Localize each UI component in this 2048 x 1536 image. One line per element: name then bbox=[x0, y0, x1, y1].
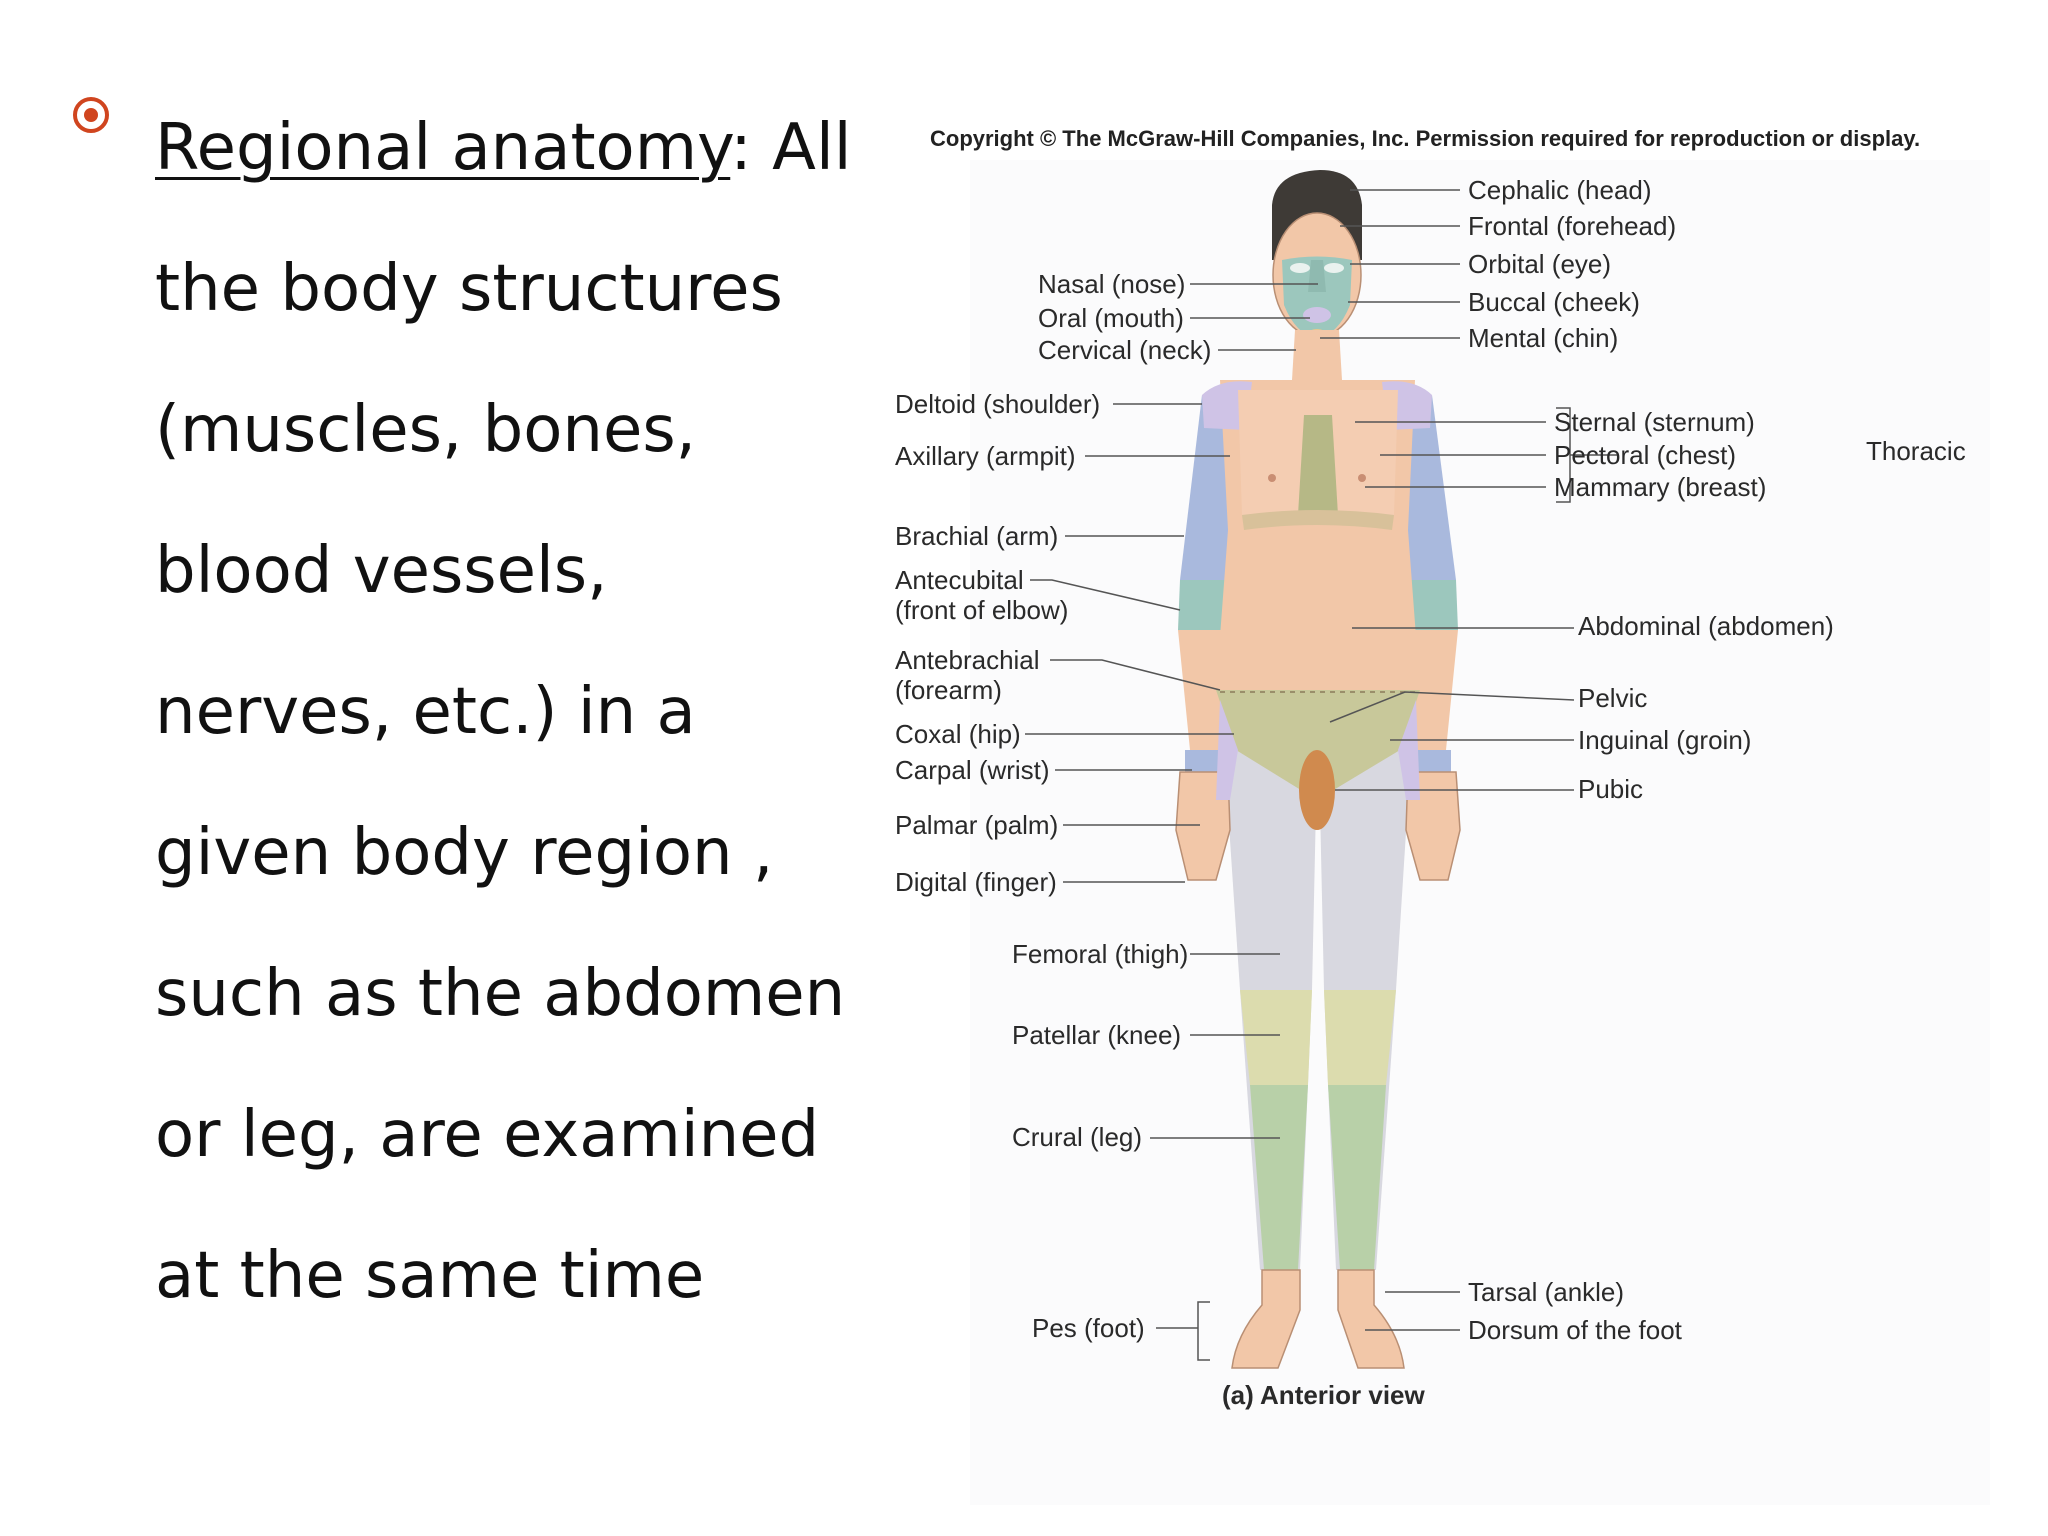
label-deltoid: Deltoid (shoulder) bbox=[895, 389, 1101, 419]
label-mental: Mental (chin) bbox=[1468, 323, 1619, 353]
label-oral: Oral (mouth) bbox=[1038, 303, 1184, 333]
bullet-icon bbox=[73, 97, 109, 133]
label-axillary: Axillary (armpit) bbox=[895, 441, 1076, 471]
term-regional-anatomy: Regional anatomy bbox=[155, 111, 731, 185]
label-pelvic: Pelvic bbox=[1578, 683, 1648, 713]
label-buccal: Buccal (cheek) bbox=[1468, 287, 1640, 317]
label-cephalic: Cephalic (head) bbox=[1468, 175, 1652, 205]
label-antebrachial: Antebrachial bbox=[895, 645, 1040, 675]
label-cervical: Cervical (neck) bbox=[1038, 335, 1212, 365]
label-coxal: Coxal (hip) bbox=[895, 719, 1021, 749]
label-mammary: Mammary (breast) bbox=[1554, 472, 1767, 502]
label-pubic: Pubic bbox=[1578, 774, 1644, 804]
label-sternal: Sternal (sternum) bbox=[1554, 407, 1755, 437]
anatomy-figure: Copyright © The McGraw-Hill Companies, I… bbox=[880, 110, 1990, 1510]
label-patellar: Patellar (knee) bbox=[1012, 1020, 1182, 1050]
body-diagram bbox=[970, 160, 1990, 1505]
label-pes: Pes (foot) bbox=[1032, 1313, 1145, 1343]
label-pectoral: Pectoral (chest) bbox=[1554, 440, 1737, 470]
figure-caption: (a) Anterior view bbox=[1222, 1380, 1425, 1410]
label-dorsum: Dorsum of the foot bbox=[1468, 1315, 1682, 1345]
label-frontal: Frontal (forehead) bbox=[1468, 211, 1677, 241]
label-digital: Digital (finger) bbox=[895, 867, 1057, 897]
copyright-notice: Copyright © The McGraw-Hill Companies, I… bbox=[930, 126, 1921, 151]
label-crural: Crural (leg) bbox=[1012, 1122, 1143, 1152]
label-inguinal: Inguinal (groin) bbox=[1578, 725, 1752, 755]
label-femoral: Femoral (thigh) bbox=[1012, 939, 1189, 969]
definition-text: : All the body structures (muscles, bone… bbox=[155, 111, 852, 1313]
label-antecubital: Antecubital bbox=[895, 565, 1024, 595]
label-abdominal: Abdominal (abdomen) bbox=[1578, 611, 1834, 641]
label-nasal: Nasal (nose) bbox=[1038, 269, 1186, 299]
label-tarsal: Tarsal (ankle) bbox=[1468, 1277, 1625, 1307]
label-brachial: Brachial (arm) bbox=[895, 521, 1059, 551]
label-antebrachial-detail: (forearm) bbox=[895, 675, 1002, 705]
label-thoracic: Thoracic bbox=[1866, 436, 1966, 466]
label-antecubital-detail: (front of elbow) bbox=[895, 595, 1069, 625]
label-palmar: Palmar (palm) bbox=[895, 810, 1059, 840]
label-carpal: Carpal (wrist) bbox=[895, 755, 1050, 785]
slide-body-text: Regional anatomy: All the body structure… bbox=[155, 78, 855, 1347]
label-orbital: Orbital (eye) bbox=[1468, 249, 1612, 279]
